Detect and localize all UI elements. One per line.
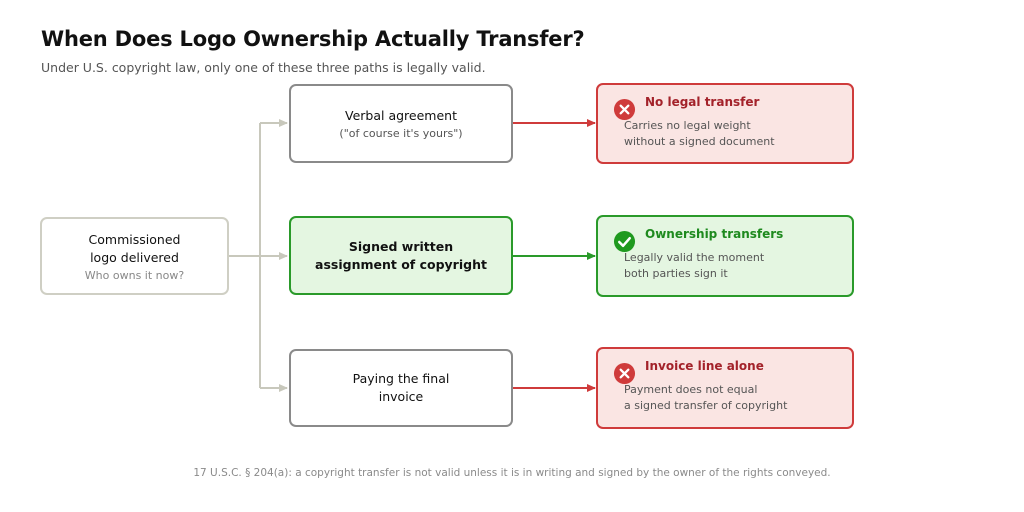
page-subtitle: Under U.S. copyright law, only one of th… (41, 60, 486, 75)
result-description: Legally valid the moment both parties si… (624, 250, 764, 282)
result-desc-line2: a signed transfer of copyright (624, 399, 788, 412)
result-title: No legal transfer (645, 95, 760, 109)
check-circle-icon (613, 230, 636, 253)
result-ownership-transfers: Ownership transfers Legally valid the mo… (596, 215, 854, 297)
source-line1: Commissioned (88, 231, 181, 247)
result-invoice-line-alone: Invoice line alone Payment does not equa… (596, 347, 854, 429)
path-final-invoice: Paying the final invoice (289, 349, 513, 427)
source-box: Commissioned logo delivered Who owns it … (40, 217, 229, 295)
path-verbal-agreement: Verbal agreement ("of course it's yours"… (289, 84, 513, 163)
path-invoice-line2: invoice (378, 389, 424, 404)
x-circle-icon (613, 98, 636, 121)
path-signed-assignment: Signed written assignment of copyright (289, 216, 513, 295)
path-verbal-title: Verbal agreement (345, 108, 457, 123)
source-caption: Who owns it now? (84, 268, 185, 282)
result-title: Invoice line alone (645, 359, 764, 373)
path-invoice-line1: Paying the final (352, 371, 450, 386)
result-description: Payment does not equal a signed transfer… (624, 382, 787, 414)
legal-footnote: 17 U.S.C. § 204(a): a copyright transfer… (193, 467, 831, 479)
result-title: Ownership transfers (645, 227, 784, 241)
result-description: Carries no legal weight without a signed… (624, 118, 775, 150)
result-no-legal-transfer: No legal transfer Carries no legal weigh… (596, 83, 854, 164)
result-desc-line1: Carries no legal weight (624, 119, 751, 132)
path-signed-line2: assignment of copyright (315, 256, 487, 272)
result-desc-line2: without a signed document (624, 135, 775, 148)
result-desc-line1: Payment does not equal (624, 383, 758, 396)
x-circle-icon (613, 362, 636, 385)
path-signed-line1: Signed written (348, 238, 454, 254)
result-desc-line1: Legally valid the moment (624, 251, 765, 264)
page-title: When Does Logo Ownership Actually Transf… (41, 27, 585, 51)
source-line2: logo delivered (90, 249, 179, 265)
result-desc-line2: both parties sign it (624, 267, 728, 280)
path-verbal-quote: ("of course it's yours") (339, 127, 463, 140)
